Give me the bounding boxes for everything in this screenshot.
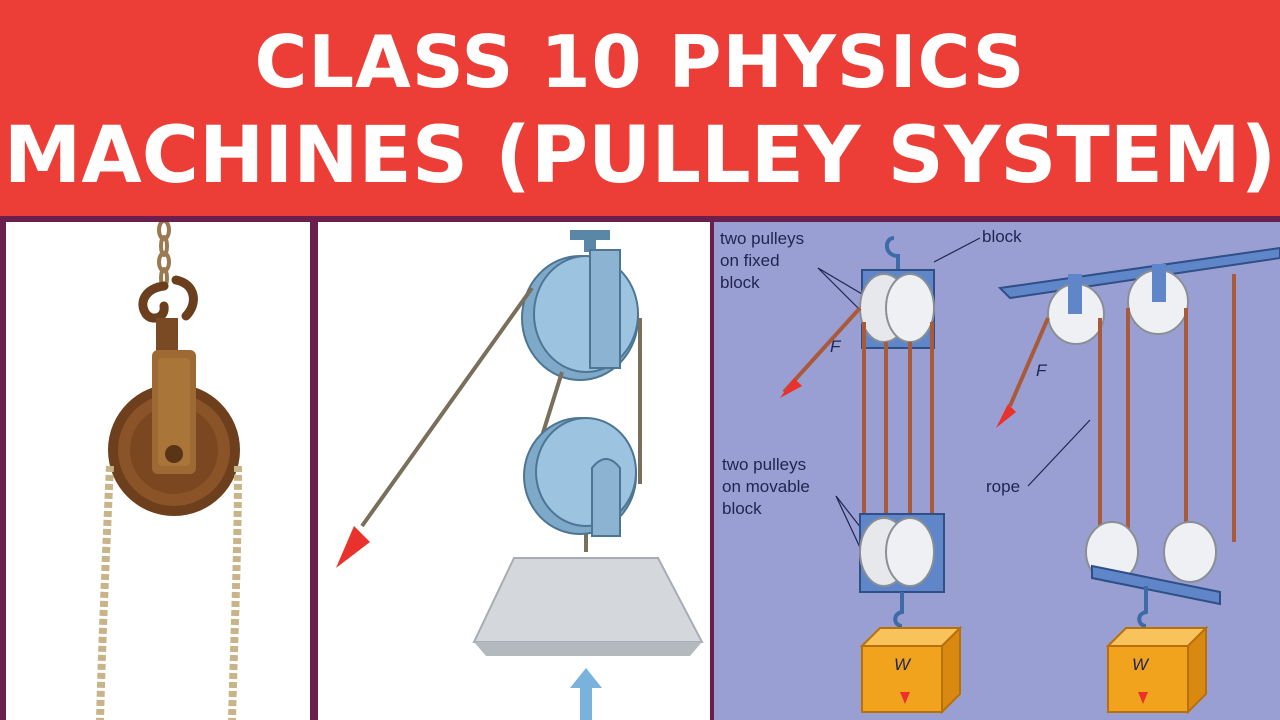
weight-label-left: W	[894, 655, 912, 674]
chain	[157, 222, 171, 289]
label-movable-2: on movable	[722, 477, 810, 496]
top-hook-left	[885, 236, 900, 270]
title-banner: CLASS 10 PHYSICS MACHINES (PULLEY SYSTEM…	[0, 0, 1280, 216]
rope	[96, 465, 242, 720]
label-force-right: F	[1036, 361, 1048, 380]
rusty-pulley-illustration	[96, 222, 242, 720]
title-line-2: MACHINES (PULLEY SYSTEM)	[3, 111, 1277, 201]
force-arrow-right	[996, 404, 1016, 428]
blue-pulley-illustration	[336, 230, 704, 720]
hook	[138, 275, 198, 323]
title-line-1: CLASS 10 PHYSICS	[254, 20, 1026, 104]
axle-bolt	[165, 445, 183, 463]
label-rope: rope	[986, 477, 1020, 496]
weight-label-right: W	[1132, 655, 1150, 674]
pull-arrow	[336, 526, 370, 568]
movable-strap	[591, 458, 621, 537]
top-mount	[570, 230, 610, 240]
force-arrow-left	[780, 378, 802, 398]
movable-bar-right	[1091, 564, 1221, 606]
compound-pulley-diagram	[318, 222, 710, 720]
label-force-left: F	[830, 337, 842, 356]
block-and-tackle-diagram: two pulleys on fixed block block two pul…	[714, 222, 1280, 720]
rope-right	[1008, 274, 1236, 542]
label-movable-1: two pulleys	[722, 455, 806, 474]
lift-arrow	[570, 668, 602, 720]
label-fixed-2: on fixed	[720, 251, 780, 270]
label-fixed-3: block	[720, 273, 760, 292]
fixed-strap	[589, 249, 621, 369]
load-block	[472, 557, 704, 643]
movable-pulley-right-2	[1163, 521, 1217, 583]
label-movable-3: block	[722, 499, 762, 518]
shackle	[156, 318, 178, 358]
label-block: block	[982, 227, 1022, 246]
block-and-tackle-illustration: two pulleys on fixed block block two pul…	[720, 227, 1280, 715]
rusty-pulley-photo	[6, 222, 310, 720]
label-fixed-1: two pulleys	[720, 229, 804, 248]
